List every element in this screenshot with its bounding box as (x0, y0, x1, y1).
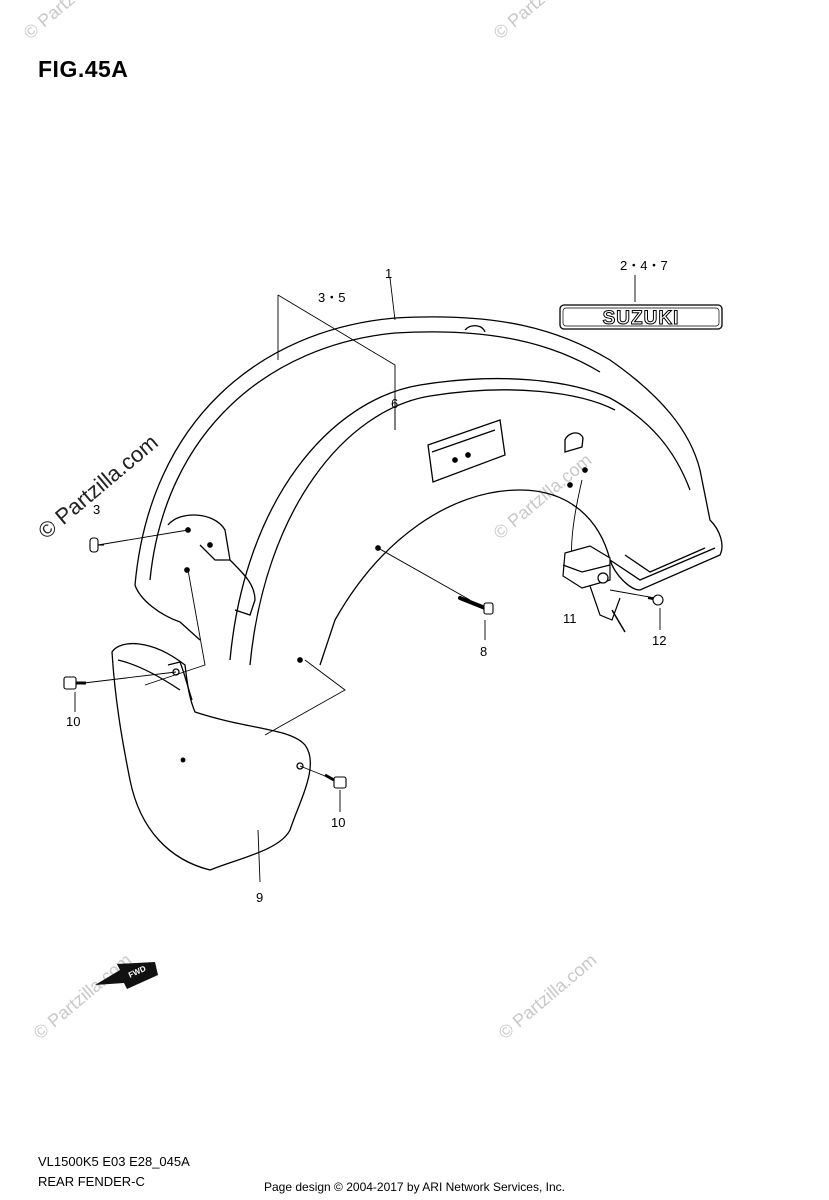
callout-1: 1 (385, 266, 392, 281)
callout-3-5: 3・5 (318, 290, 345, 305)
callout-3: 3 (93, 502, 100, 517)
watermark-main: © Partzilla.com (33, 429, 163, 543)
callout-6: 6 (391, 396, 398, 411)
callout-11: 11 (563, 611, 577, 626)
callout-2-4-7: 2・4・7 (620, 258, 668, 273)
fwd-arrow: FWD (95, 962, 158, 989)
parts-diagram: © Partzilla.com © Partzilla.com © Partzi… (20, 0, 723, 1043)
helmet-lock (562, 545, 626, 633)
section-name: REAR FENDER-C (38, 1174, 145, 1189)
diagram-code: VL1500K5 E03 E28_045A (38, 1154, 190, 1169)
page-credit: Page design © 2004-2017 by ARI Network S… (263, 1180, 565, 1194)
watermark-top-right: © Partzilla.com (490, 0, 596, 43)
figure-title: FIG.45A (38, 56, 129, 82)
screw-3 (89, 537, 104, 553)
side-cover (111, 642, 311, 871)
leader-lines (74, 275, 661, 883)
callout-10-upper: 10 (66, 714, 80, 729)
callout-12: 12 (652, 633, 666, 648)
emblem-text: SUZUKI (603, 308, 680, 329)
bolt-10-upper (63, 676, 86, 690)
watermark-top-left: © Partzilla.com (20, 0, 126, 43)
screw-12 (647, 594, 664, 606)
watermark-bottom-left: © Partzilla.com (30, 950, 136, 1043)
bolt-10-lower (324, 773, 347, 789)
callout-8: 8 (480, 644, 487, 659)
callout-10-lower: 10 (331, 815, 345, 830)
rear-fender (134, 316, 723, 666)
watermark-mid-right: © Partzilla.com (490, 450, 596, 543)
fasteners (63, 537, 664, 789)
callouts: 1 2・4・7 3・5 6 3 8 10 10 11 12 9 (66, 258, 668, 905)
bolt-8 (458, 596, 494, 615)
suzuki-emblem: SUZUKI (559, 304, 723, 330)
watermark-bottom-right: © Partzilla.com (495, 950, 601, 1043)
callout-9: 9 (256, 890, 263, 905)
watermark-group: © Partzilla.com © Partzilla.com © Partzi… (20, 0, 601, 1043)
